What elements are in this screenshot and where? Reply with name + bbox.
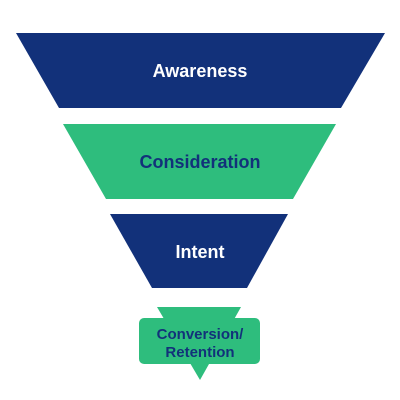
stage-label-intent: Intent	[175, 242, 225, 262]
stage-label-awareness: Awareness	[152, 61, 248, 81]
stage-label-consideration: Consideration	[139, 152, 261, 172]
stage-label-conversion-retention: Conversion/ Retention	[156, 326, 244, 361]
